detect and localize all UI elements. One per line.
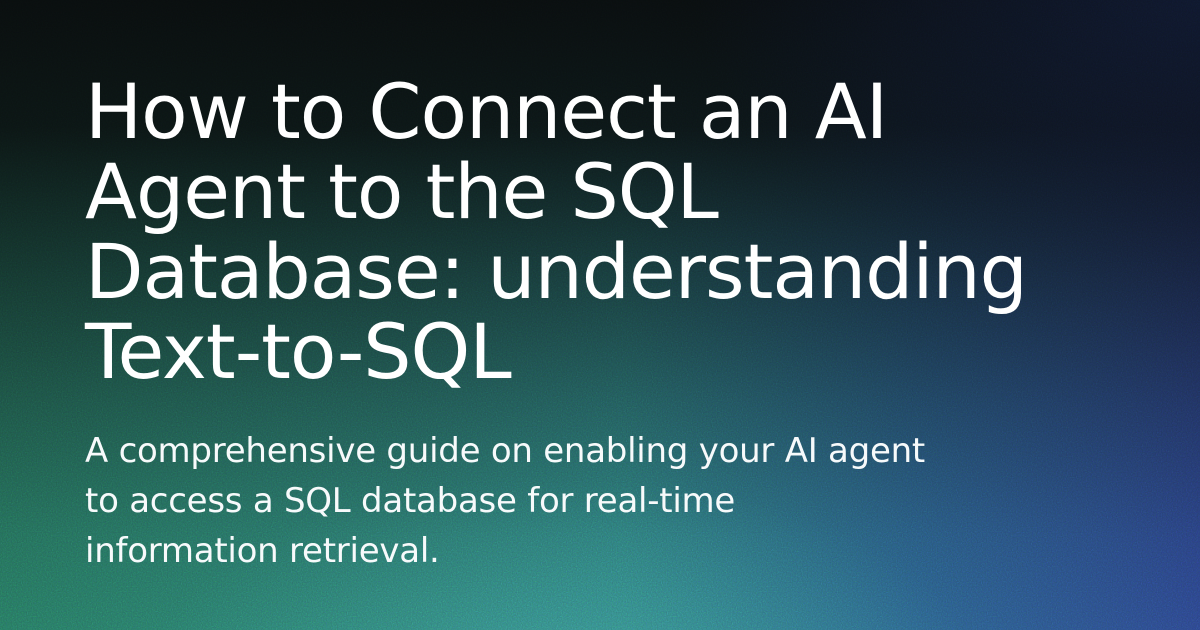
title-line-2: Agent to the SQL (85, 147, 719, 236)
title-line-4: Text-to-SQL (85, 307, 512, 396)
subtitle-line-1: A comprehensive guide on enabling your A… (85, 431, 926, 471)
subtitle-line-2: to access a SQL database for real-time (85, 481, 736, 521)
page-title: How to Connect an AI Agent to the SQL Da… (85, 67, 1028, 396)
subtitle-line-3: information retrieval. (85, 531, 440, 571)
title-line-3: Database: understanding (85, 227, 1028, 316)
page-subtitle: A comprehensive guide on enabling your A… (85, 426, 925, 576)
title-line-1: How to Connect an AI (85, 67, 888, 156)
